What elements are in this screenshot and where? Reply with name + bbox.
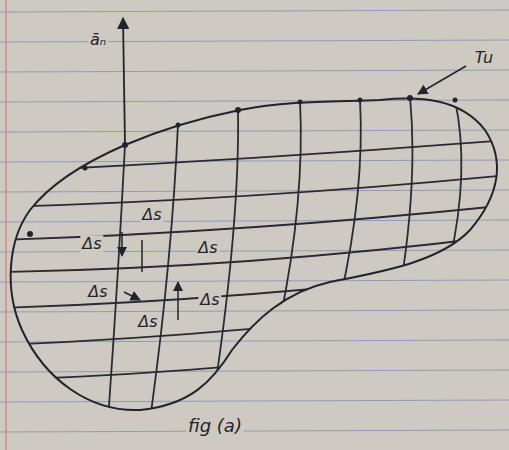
patch-arrows xyxy=(122,232,178,320)
patch-label: Δs xyxy=(86,283,109,301)
patch-label: Δs xyxy=(198,291,221,309)
patch-label: Δs xyxy=(80,235,103,253)
tu-leader xyxy=(418,66,466,94)
vector-label: āₙ xyxy=(88,31,108,49)
surface-outline xyxy=(11,98,497,410)
patch-label: Δs xyxy=(196,239,219,257)
boundary-label: Tu xyxy=(473,49,495,67)
patch-label: Δs xyxy=(136,313,159,331)
patch-label: Δs xyxy=(140,206,163,224)
margin-line xyxy=(5,0,7,450)
paper-rules xyxy=(0,10,509,432)
figure-caption: fig (a) xyxy=(186,416,244,436)
boundary-dots xyxy=(27,95,458,237)
surface-grid xyxy=(0,97,509,420)
normal-vector xyxy=(123,18,125,145)
